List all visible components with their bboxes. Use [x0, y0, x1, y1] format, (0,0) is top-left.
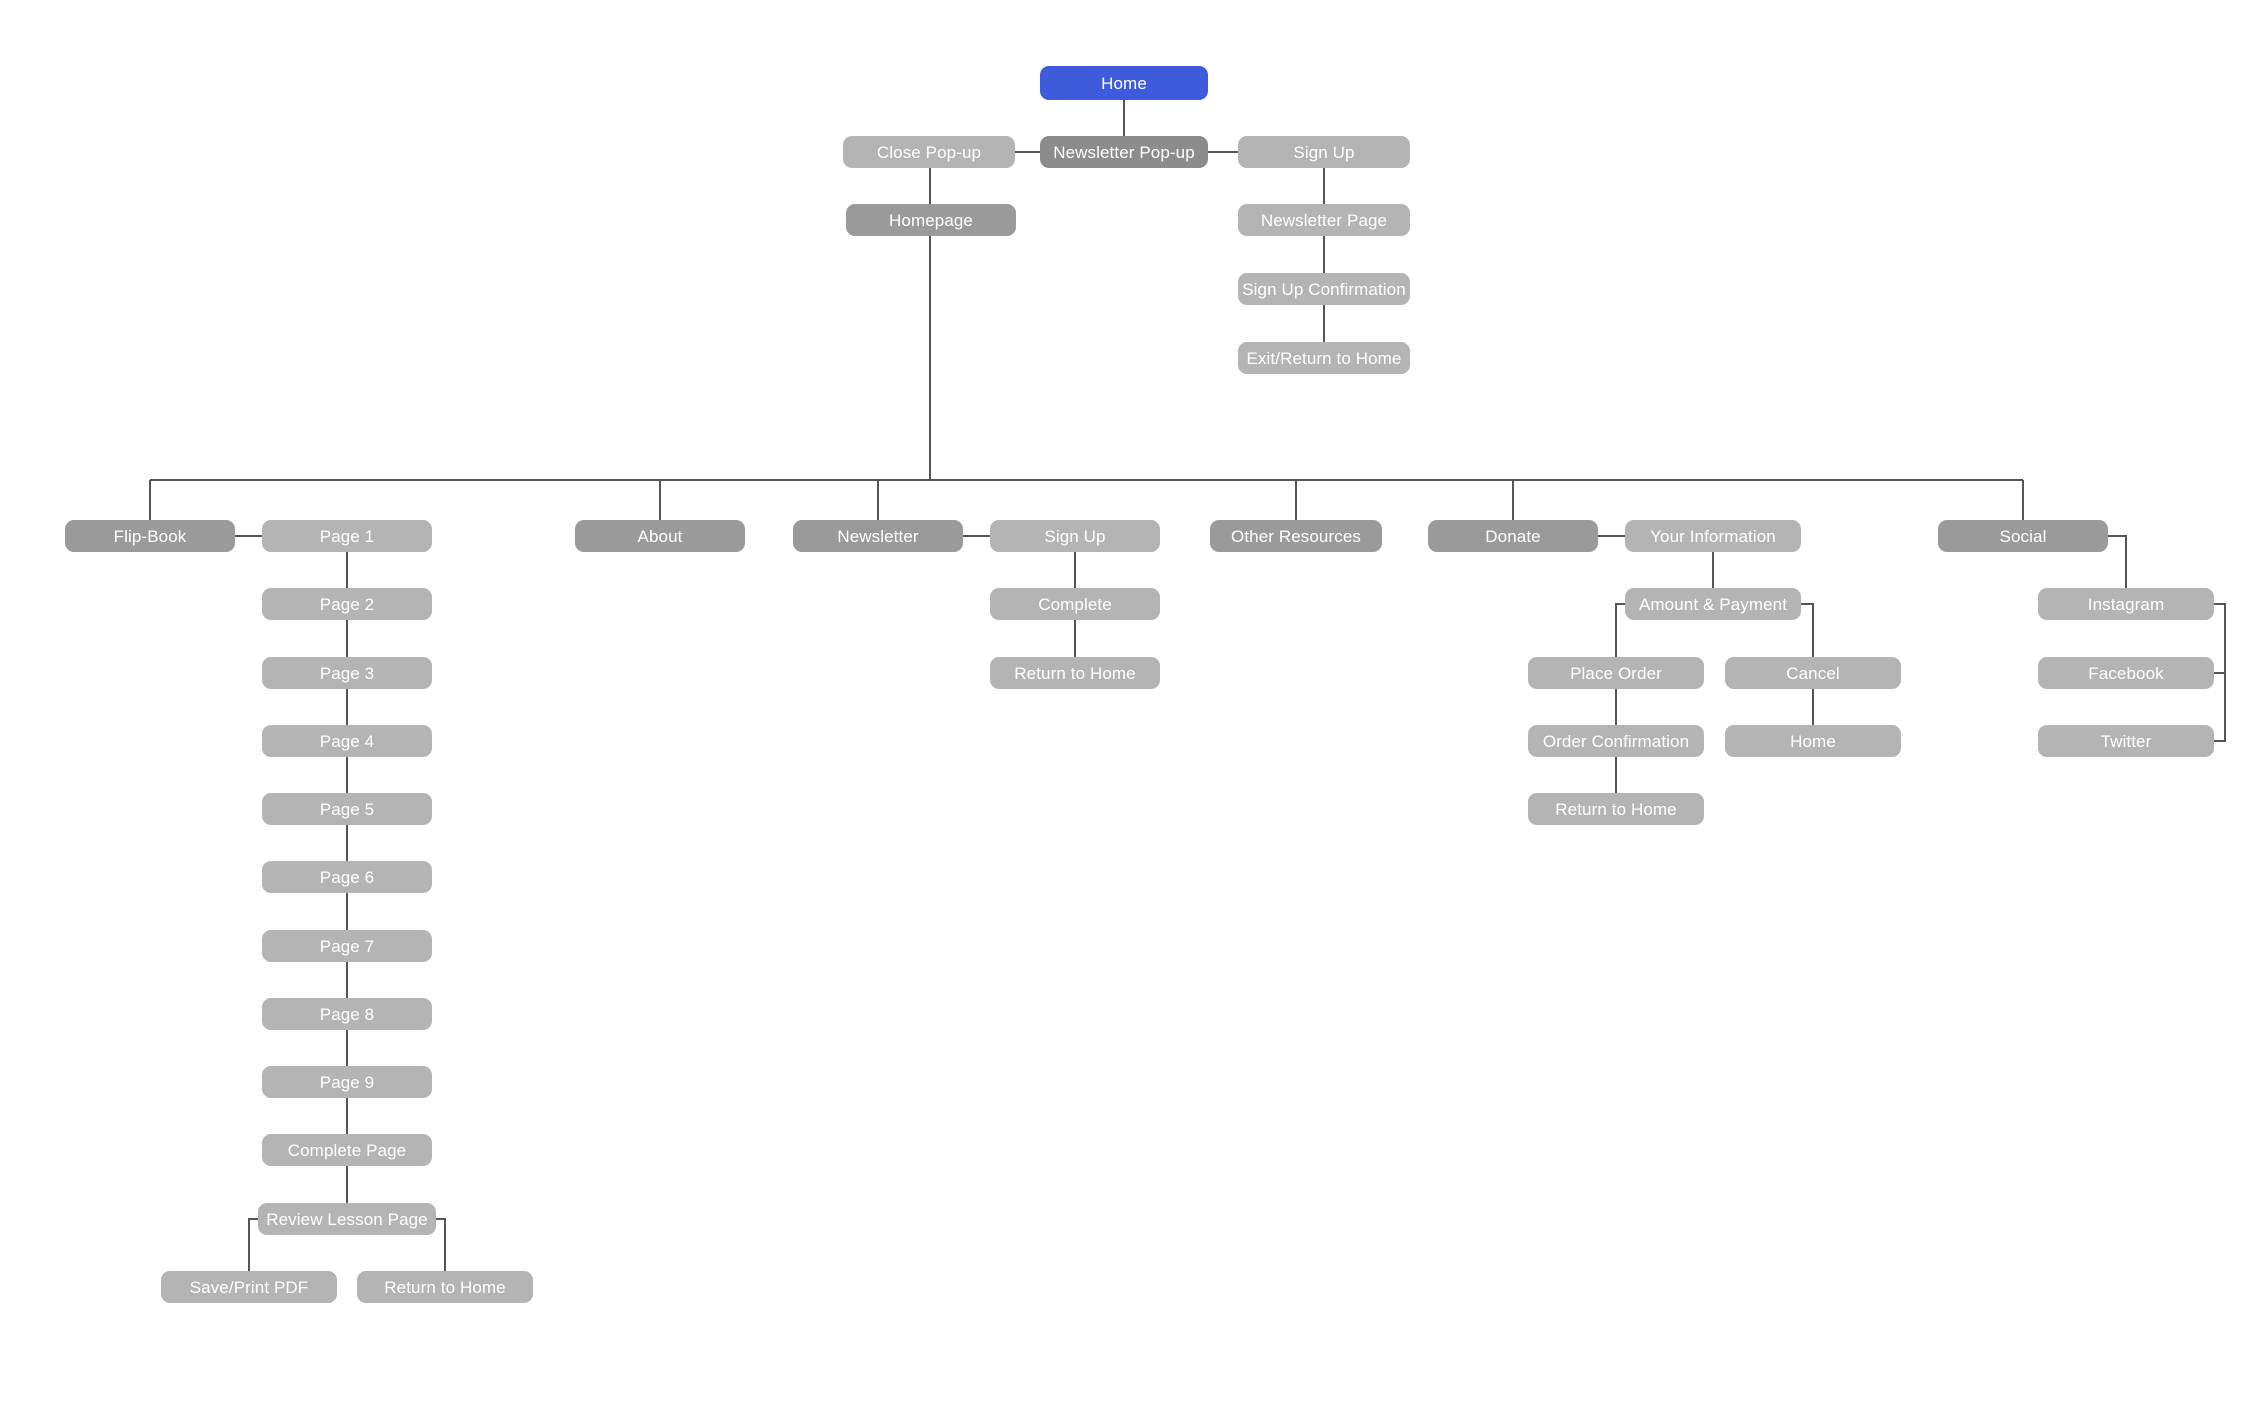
node-page5[interactable]: Page 5: [262, 793, 432, 825]
node-place_order[interactable]: Place Order: [1528, 657, 1704, 689]
node-close_popup[interactable]: Close Pop-up: [843, 136, 1015, 168]
node-newsletter[interactable]: Newsletter: [793, 520, 963, 552]
node-facebook[interactable]: Facebook: [2038, 657, 2214, 689]
connector-review_lesson-to-save_print: [248, 1218, 258, 1271]
node-social[interactable]: Social: [1938, 520, 2108, 552]
node-about[interactable]: About: [575, 520, 745, 552]
node-page8[interactable]: Page 8: [262, 998, 432, 1030]
connector-facebook-to-twitter: [2214, 673, 2226, 742]
connector-amount_payment-to-cancel: [1801, 603, 1814, 657]
node-review_lesson[interactable]: Review Lesson Page: [258, 1203, 436, 1235]
node-page6[interactable]: Page 6: [262, 861, 432, 893]
node-home[interactable]: Home: [1040, 66, 1208, 100]
node-other_resources[interactable]: Other Resources: [1210, 520, 1382, 552]
node-page2[interactable]: Page 2: [262, 588, 432, 620]
node-exit_return[interactable]: Exit/Return to Home: [1238, 342, 1410, 374]
node-signup_top[interactable]: Sign Up: [1238, 136, 1410, 168]
node-page7[interactable]: Page 7: [262, 930, 432, 962]
node-home_cancel[interactable]: Home: [1725, 725, 1901, 757]
node-your_info[interactable]: Your Information: [1625, 520, 1801, 552]
connector-review_lesson-to-return_home_fb: [436, 1218, 446, 1271]
node-page3[interactable]: Page 3: [262, 657, 432, 689]
node-flipbook[interactable]: Flip-Book: [65, 520, 235, 552]
node-return_home_fb[interactable]: Return to Home: [357, 1271, 533, 1303]
node-complete_nl[interactable]: Complete: [990, 588, 1160, 620]
node-signup_nl[interactable]: Sign Up: [990, 520, 1160, 552]
node-return_home_dn[interactable]: Return to Home: [1528, 793, 1704, 825]
node-order_confirm[interactable]: Order Confirmation: [1528, 725, 1704, 757]
node-page9[interactable]: Page 9: [262, 1066, 432, 1098]
node-newsletter_popup[interactable]: Newsletter Pop-up: [1040, 136, 1208, 168]
node-homepage[interactable]: Homepage: [846, 204, 1016, 236]
connector-instagram-to-facebook: [2214, 603, 2226, 674]
node-amount_payment[interactable]: Amount & Payment: [1625, 588, 1801, 620]
node-twitter[interactable]: Twitter: [2038, 725, 2214, 757]
node-newsletter_page[interactable]: Newsletter Page: [1238, 204, 1410, 236]
node-return_home_nl[interactable]: Return to Home: [990, 657, 1160, 689]
node-instagram[interactable]: Instagram: [2038, 588, 2214, 620]
node-donate[interactable]: Donate: [1428, 520, 1598, 552]
node-complete_page[interactable]: Complete Page: [262, 1134, 432, 1166]
node-page4[interactable]: Page 4: [262, 725, 432, 757]
node-signup_confirm[interactable]: Sign Up Confirmation: [1238, 273, 1410, 305]
connector-amount_payment-to-place_order: [1615, 603, 1625, 657]
node-cancel[interactable]: Cancel: [1725, 657, 1901, 689]
node-page1[interactable]: Page 1: [262, 520, 432, 552]
node-save_print[interactable]: Save/Print PDF: [161, 1271, 337, 1303]
connector-social-to-instagram: [2108, 535, 2127, 588]
